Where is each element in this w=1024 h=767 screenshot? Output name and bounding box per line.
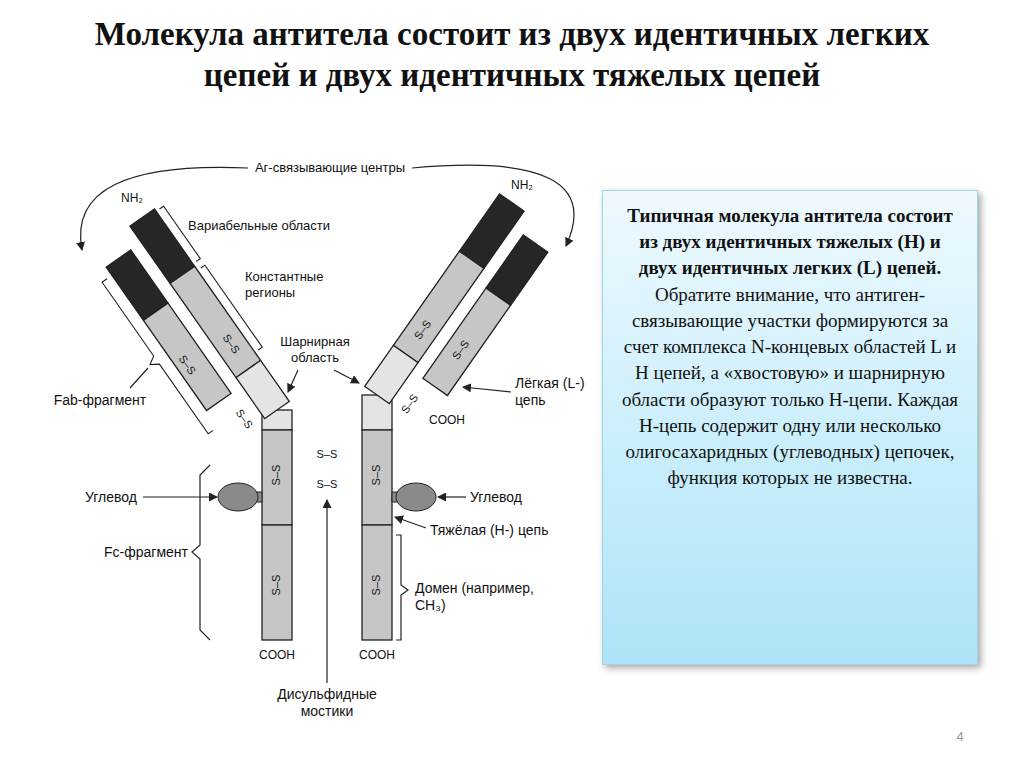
domain-label: Домен (например, CH₃) [415, 580, 535, 614]
terminus-label: COOH [259, 648, 295, 662]
carbohydrate-label: Углевод [470, 489, 522, 506]
note-box: Типичная молекула антитела состоит из дв… [602, 190, 978, 665]
disulfide-label: S–S [317, 478, 338, 491]
terminus-label: NH₂ [511, 178, 533, 192]
disulfide-label: S–S [270, 575, 283, 596]
fragment-label: Fab-фрагмент [54, 392, 147, 409]
page-number: 4 [956, 729, 963, 745]
callout-label: Вариабельные области [188, 218, 330, 234]
callout-label: Константные регионы [245, 269, 340, 300]
fragment-label: Fc-фрагмент [104, 544, 188, 561]
terminus-label: NH₂ [121, 191, 143, 205]
leader-lines [81, 165, 574, 683]
callout-label: Шарнирная область [273, 334, 358, 365]
disulfide-label: S–S [370, 465, 383, 486]
chain-label: Тяжёлая (Н-) цепь [430, 522, 548, 539]
note-heading: Типичная молекула антитела состоит из дв… [619, 203, 961, 282]
callout-label: Дисульфидные мостики [272, 686, 382, 720]
chain-label: Лёгкая (L-) цепь [515, 375, 593, 409]
disulfide-label: S–S [370, 575, 383, 596]
disulfide-label: S–S [270, 465, 283, 486]
carbohydrate-label: Углевод [85, 489, 137, 506]
left-fab-arm [78, 204, 296, 455]
terminus-label: COOH [429, 413, 465, 427]
terminus-label: COOH [359, 648, 395, 662]
disulfide-label: S–S [399, 392, 422, 417]
note-body: Обратите внимание, что антиген-связывающ… [619, 282, 961, 492]
disulfide-label: S–S [233, 407, 256, 432]
callout-label: Аг-связывающие центры [252, 160, 408, 176]
disulfide-label: S–S [317, 448, 338, 461]
slide-title: Молекула антитела состоит из двух иденти… [72, 14, 952, 97]
